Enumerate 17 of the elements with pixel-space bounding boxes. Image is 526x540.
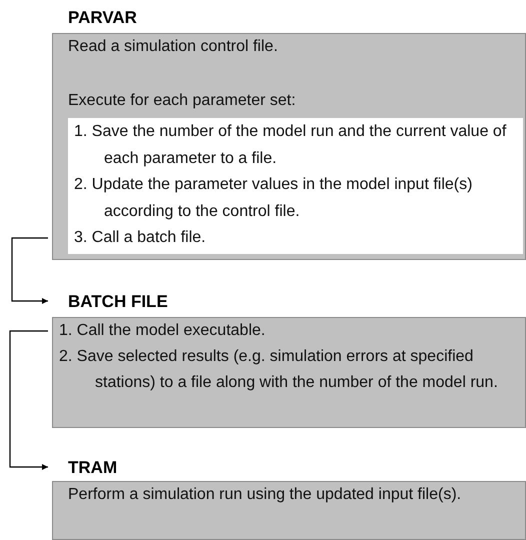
process-box (52, 33, 526, 260)
list-item: 1. Save the number of the model run and the current value of each parameter to a file. (73, 122, 508, 168)
list-item: 2. Save selected results (e.g. simulation errors at specified stations) to a file along with the number of the model run. (58, 347, 499, 393)
list-item: 2. Update the parameter values in the model input file(s) according to the control file. (73, 175, 474, 222)
connector-arrow (11, 237, 48, 304)
list-item: 3. Call a batch file. (73, 228, 207, 248)
connector-arrow (9, 330, 48, 470)
description-text: Read a simulation control file. (68, 37, 279, 57)
process-heading: TRAM (68, 458, 118, 478)
process-heading: PARVAR (68, 8, 137, 28)
step-list-box (68, 118, 523, 254)
process-box (52, 317, 526, 428)
process-heading: BATCH FILE (68, 292, 168, 312)
description-text: Execute for each parameter set: (68, 91, 297, 111)
list-item: 1. Call the model executable. (58, 321, 266, 341)
process-box (52, 481, 526, 540)
description-text: Perform a simulation run using the updated input file(s). (68, 485, 462, 505)
